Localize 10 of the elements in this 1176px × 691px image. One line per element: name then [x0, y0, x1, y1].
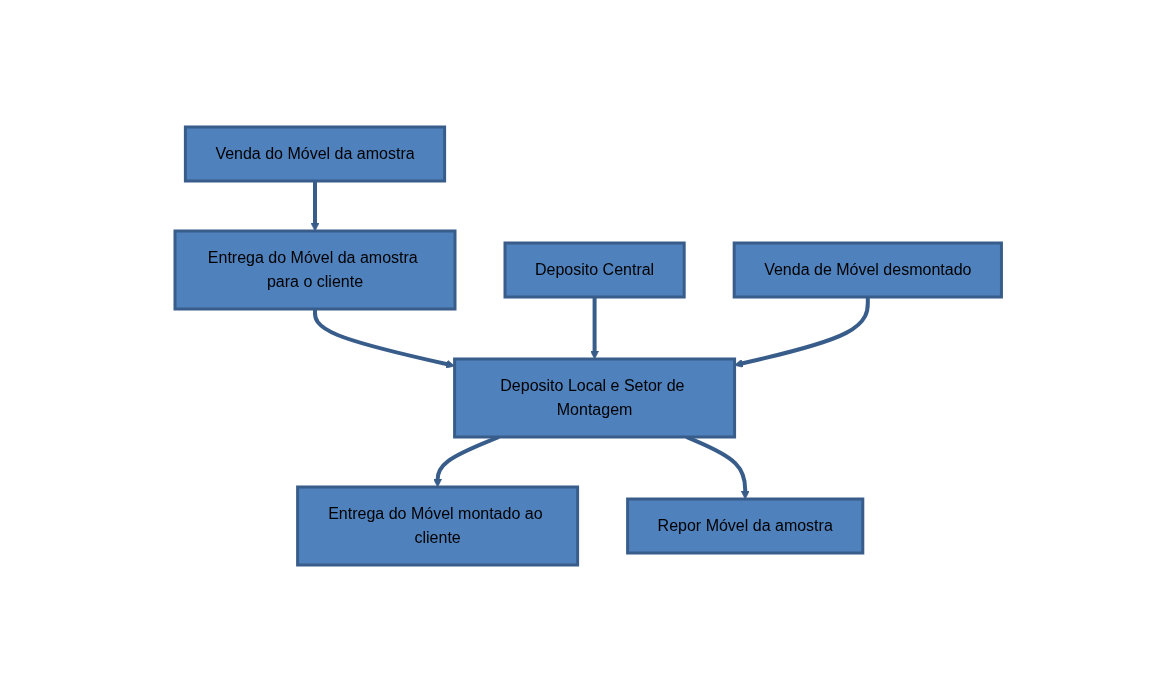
arrow [310, 180, 320, 231]
node-box: Deposito Central [503, 241, 686, 298]
arrow [589, 296, 599, 359]
node-box: Entrega do Móvel montado ao cliente [295, 485, 579, 566]
node-box: Venda do Móvel da amostra [183, 125, 446, 182]
node-box: Entrega do Móvel da amostra para o cliente [173, 229, 457, 310]
arrow [312, 308, 455, 368]
node-box: Deposito Local e Setor de Montagem [452, 357, 736, 438]
node-box: Venda de Móvel desmontado [732, 241, 1003, 298]
node-box: Repor Móvel da amostra [625, 497, 865, 554]
